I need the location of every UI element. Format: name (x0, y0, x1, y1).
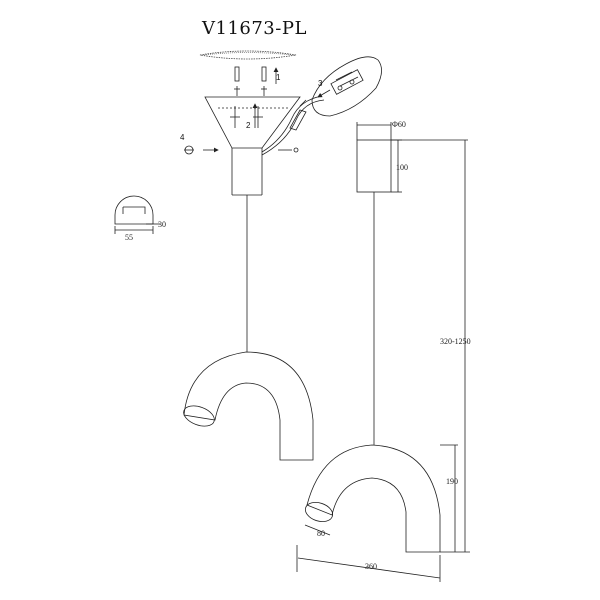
step-3-label: 3 (318, 79, 323, 88)
shade-exploded (183, 351, 314, 461)
side-screw (184, 145, 299, 155)
screw-anchors (234, 66, 267, 96)
dim-canopy-diameter: Φ60 (392, 120, 406, 129)
dimensioned-elevation (296, 122, 470, 582)
dim-bracket-width: 55 (125, 233, 133, 242)
dim-bracket-height: 30 (158, 220, 166, 229)
dim-total-height: 320-1250 (440, 337, 471, 346)
step-1-label: 1 (276, 73, 281, 82)
canopy-body (356, 139, 392, 193)
dim-shade-width: 360 (365, 562, 377, 571)
wiring (261, 95, 325, 156)
step-2-label: 2 (246, 121, 251, 130)
shade-elevation (304, 444, 441, 553)
dim-canopy-height: 100 (396, 163, 408, 172)
dim-tube-diameter: 80 (317, 529, 325, 538)
canopy-cone (204, 96, 301, 196)
dim-shade-height: 190 (446, 477, 458, 486)
step-4-label: 4 (180, 133, 185, 142)
bracket-detail (114, 195, 160, 234)
ceiling-plate (199, 50, 297, 60)
terminal-detail (311, 56, 382, 117)
step-3-arrow (317, 89, 331, 98)
mounting-assembly (183, 50, 382, 461)
model-title: V11673-PL (202, 18, 307, 39)
